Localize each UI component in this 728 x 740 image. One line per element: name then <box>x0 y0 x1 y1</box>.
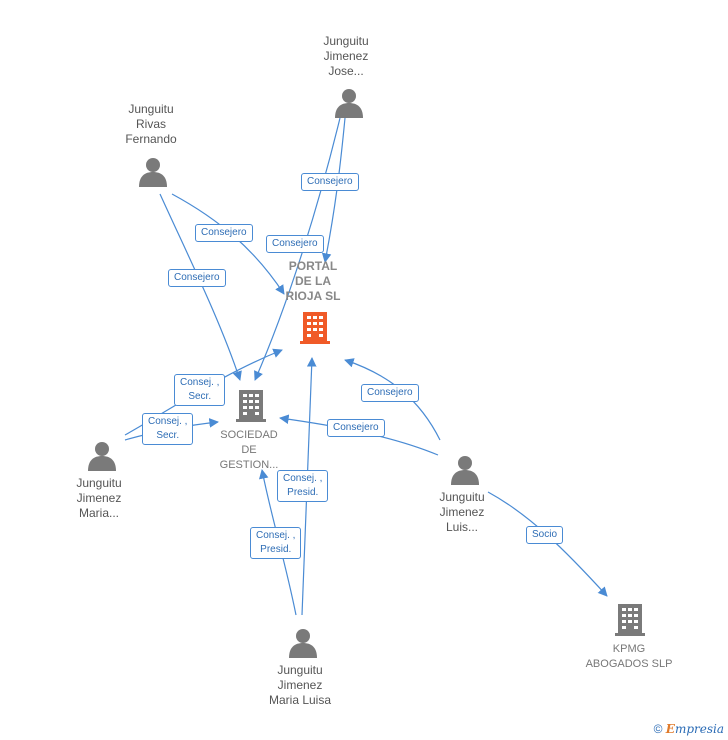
node-label-line: Jimenez <box>277 678 323 692</box>
edge-fernando-sociedad <box>159 193 242 381</box>
edge-label-line: Secr. <box>156 430 180 441</box>
person-fernando-icon[interactable] <box>139 158 167 187</box>
edge-label-maria-sociedad[interactable]: Consej. , Secr. <box>142 413 194 445</box>
node-label-line: RIOJA SL <box>285 289 341 303</box>
edge-label-line: Consejero <box>201 227 247 238</box>
node-label-line: Jose... <box>328 64 364 78</box>
node-label-line: Junguitu <box>323 34 369 48</box>
node-label-line: Junguitu <box>128 102 174 116</box>
node-label-maria[interactable]: Junguitu Jimenez Maria... <box>49 476 149 521</box>
edge-label-line: Consej. , <box>256 530 296 541</box>
edge-label-jose-sociedad[interactable]: Consejero <box>301 173 359 191</box>
node-label-line: Fernando <box>125 132 177 146</box>
node-label-line: Jimenez <box>323 49 369 63</box>
main-company-building-icon[interactable] <box>300 312 330 344</box>
node-label-line: Maria Luisa <box>268 693 332 707</box>
node-label-line: PORTAL <box>288 259 338 273</box>
node-label-line: SOCIEDAD <box>220 429 278 441</box>
node-label-sociedad[interactable]: SOCIEDAD DE GESTION... <box>199 428 299 473</box>
sociedad-building-icon[interactable] <box>236 390 266 422</box>
edge-label-line: Socio <box>532 529 558 540</box>
edge-label-marialuisa-portal[interactable]: Consej. , Presid. <box>277 470 329 502</box>
edge-label-fernando-sociedad[interactable]: Consejero <box>168 269 226 287</box>
node-label-line: GESTION... <box>219 459 279 471</box>
logo-rest: mpresia <box>674 722 724 736</box>
edge-label-line: Consej. , <box>180 377 220 388</box>
kpmg-building-icon[interactable] <box>615 604 645 636</box>
node-label-line: Junguitu <box>76 476 122 490</box>
person-jose-icon[interactable] <box>335 89 363 118</box>
edge-label-jose-portal[interactable]: Consejero <box>266 235 324 253</box>
edge-label-line: Presid. <box>260 544 292 555</box>
node-label-line: Luis... <box>445 520 478 534</box>
node-label-line: Jimenez <box>439 505 485 519</box>
edge-label-marialuisa-sociedad[interactable]: Consej. , Presid. <box>250 527 302 559</box>
edge-label-line: Consej. , <box>148 416 188 427</box>
node-label-marialuisa[interactable]: Junguitu Jimenez Maria Luisa <box>250 663 350 708</box>
node-label-portal[interactable]: PORTAL DE LA RIOJA SL <box>263 259 363 304</box>
node-label-line: Junguitu <box>439 490 485 504</box>
node-label-line: DE <box>241 444 257 456</box>
logo-first-letter: E <box>665 722 675 736</box>
node-label-line: ABOGADOS SLP <box>585 658 673 670</box>
edge-label-maria-portal[interactable]: Consej. , Secr. <box>174 374 226 406</box>
node-label-line: Junguitu <box>277 663 323 677</box>
node-label-line: Maria... <box>78 506 119 520</box>
edge-label-line: Presid. <box>287 487 319 498</box>
node-label-line: Jimenez <box>76 491 122 505</box>
node-label-kpmg[interactable]: KPMG ABOGADOS SLP <box>569 642 689 672</box>
edge-label-line: Consejero <box>272 238 318 249</box>
edge-label-luis-kpmg[interactable]: Socio <box>526 526 564 544</box>
node-label-luis[interactable]: Junguitu Jimenez Luis... <box>412 490 512 535</box>
person-marialuisa-icon[interactable] <box>289 629 317 658</box>
edge-label-line: Consej. , <box>283 473 323 484</box>
edge-label-line: Consejero <box>367 387 413 398</box>
edge-label-luis-portal[interactable]: Consejero <box>361 384 419 402</box>
node-label-jose[interactable]: Junguitu Jimenez Jose... <box>296 34 396 79</box>
edge-label-line: Consejero <box>307 176 353 187</box>
edge-label-luis-sociedad[interactable]: Consejero <box>327 419 385 437</box>
empresia-watermark: © Empresia <box>654 722 724 736</box>
node-label-line: KPMG <box>612 643 646 655</box>
edge-label-fernando-portal[interactable]: Consejero <box>195 224 253 242</box>
person-maria-icon[interactable] <box>88 442 116 471</box>
empresia-logo: Empresia <box>666 722 724 736</box>
node-label-fernando[interactable]: Junguitu Rivas Fernando <box>101 102 201 147</box>
edge-label-line: Consejero <box>333 422 379 433</box>
node-label-line: Rivas <box>135 117 166 131</box>
copyright-icon: © <box>653 722 663 736</box>
edge-label-line: Secr. <box>188 391 212 402</box>
node-label-line: DE LA <box>295 274 331 288</box>
person-luis-icon[interactable] <box>451 456 479 485</box>
edge-label-line: Consejero <box>174 272 220 283</box>
